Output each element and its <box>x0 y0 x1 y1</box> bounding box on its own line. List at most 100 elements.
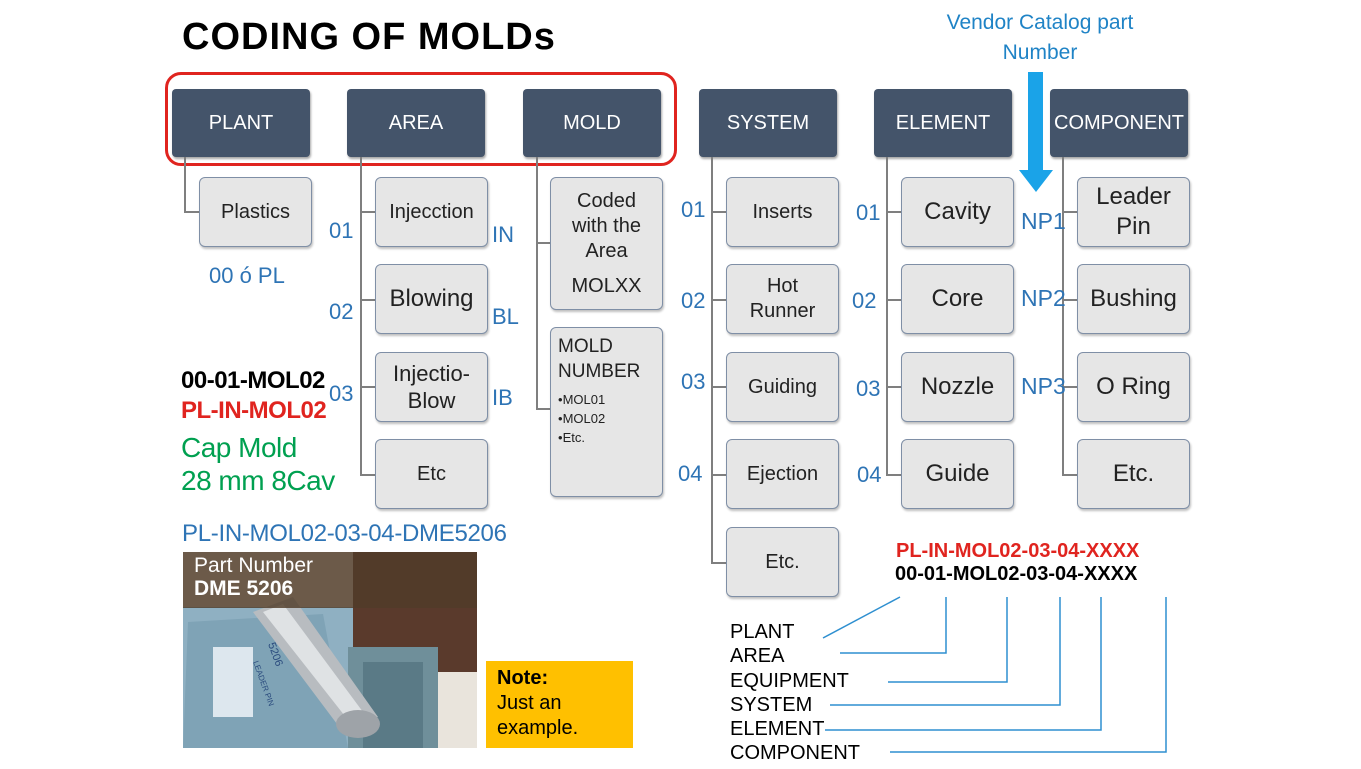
area-letter-code: IN <box>492 222 514 247</box>
element-code: 01 <box>856 200 881 225</box>
system-code: 01 <box>681 197 706 222</box>
part-photo: LEADER PIN 5206 Part Number DME 5206 <box>183 552 477 748</box>
part-number-label: Part Number <box>194 554 314 577</box>
part-number-caption: Part Number DME 5206 <box>183 552 477 608</box>
system-code: 04 <box>678 461 703 486</box>
connector <box>536 408 551 410</box>
connector <box>536 242 551 244</box>
system-item: Etc. <box>726 527 839 597</box>
system-item: Guiding <box>726 352 839 422</box>
breakdown-label: PLANT <box>730 621 795 643</box>
example-description-2: 28 mm 8Cav <box>181 465 335 496</box>
area-num-code: 03 <box>329 381 354 406</box>
example-description-1: Cap Mold <box>181 432 297 463</box>
mold-number-list: •MOL01 •MOL02 •Etc. <box>558 390 655 447</box>
breakdown-label: COMPONENT <box>730 742 860 764</box>
mold-number-title: MOLD NUMBER <box>558 336 641 382</box>
component-item: Etc. <box>1077 439 1190 509</box>
element-code: 03 <box>856 376 881 401</box>
mold-number-box: MOLD NUMBER •MOL01 •MOL02 •Etc. <box>550 327 663 497</box>
breakdown-label: ELEMENT <box>730 718 825 740</box>
area-num-code: 01 <box>329 218 354 243</box>
header-component: COMPONENT <box>1050 89 1188 157</box>
connector <box>886 157 888 475</box>
component-item: O Ring <box>1077 352 1190 422</box>
mold-coded-box: Coded with the Area MOLXX <box>550 177 663 310</box>
system-item: Inserts <box>726 177 839 247</box>
connector <box>360 386 376 388</box>
header-system: SYSTEM <box>699 89 837 157</box>
connector <box>711 474 727 476</box>
plant-code: 00 ó PL <box>209 263 285 288</box>
area-letter-code: BL <box>492 304 519 329</box>
connector <box>711 562 727 564</box>
element-item: Nozzle <box>901 352 1014 422</box>
example-full-code: PL-IN-MOL02-03-04-DME5206 <box>182 520 507 547</box>
area-item: Injectio-Blow <box>375 352 488 422</box>
connector <box>1062 474 1078 476</box>
element-code: 04 <box>857 462 882 487</box>
area-item: Injecction <box>375 177 488 247</box>
header-plant: PLANT <box>172 89 310 157</box>
system-code: 03 <box>681 369 706 394</box>
mold-coded-code: MOLXX <box>571 274 642 297</box>
connector <box>711 211 727 213</box>
area-letter-code: IB <box>492 385 513 410</box>
breakdown-code-numeric: 00-01-MOL02-03-04-XXXX <box>895 563 1138 585</box>
component-code: NP2 <box>1021 285 1066 311</box>
component-item: Bushing <box>1077 264 1190 334</box>
component-code: NP1 <box>1021 208 1066 234</box>
system-item: Hot Runner <box>726 264 839 334</box>
connector <box>1062 386 1078 388</box>
part-number-value: DME 5206 <box>194 577 294 600</box>
area-item: Blowing <box>375 264 488 334</box>
connector <box>1062 299 1078 301</box>
breakdown-lines <box>822 596 1167 753</box>
connector <box>886 211 902 213</box>
connector <box>886 474 902 476</box>
connector <box>711 386 727 388</box>
connector <box>886 386 902 388</box>
connector <box>360 299 376 301</box>
note-title: Note: <box>497 667 549 689</box>
element-item: Guide <box>901 439 1014 509</box>
connector <box>1062 211 1078 213</box>
connector <box>1062 157 1064 475</box>
header-mold: MOLD <box>523 89 661 157</box>
mold-coded-text: Coded with the Area <box>572 189 641 262</box>
connector <box>711 299 727 301</box>
element-code: 02 <box>852 288 877 313</box>
connector <box>886 299 902 301</box>
system-item: Ejection <box>726 439 839 509</box>
header-area: AREA <box>347 89 485 157</box>
element-item: Core <box>901 264 1014 334</box>
plant-item: Plastics <box>199 177 312 247</box>
connector <box>360 211 376 213</box>
area-num-code: 02 <box>329 299 354 324</box>
note-box: Note: Just an example. <box>486 661 633 748</box>
component-code: NP3 <box>1021 373 1066 399</box>
vendor-arrow <box>1019 72 1053 192</box>
breakdown-label: AREA <box>730 645 785 667</box>
element-item: Cavity <box>901 177 1014 247</box>
example-code-alpha: PL-IN-MOL02 <box>181 397 327 424</box>
list-item: •MOL01 <box>558 392 606 407</box>
connector <box>536 157 538 409</box>
note-text: Just an example. <box>497 692 579 739</box>
header-element: ELEMENT <box>874 89 1012 157</box>
connector <box>360 474 376 476</box>
connector <box>184 211 200 213</box>
connector <box>184 157 186 212</box>
page-title: CODING OF MOLDs <box>182 16 556 58</box>
list-item: •MOL02 <box>558 411 606 426</box>
area-item: Etc <box>375 439 488 509</box>
example-code-numeric: 00-01-MOL02 <box>181 367 325 394</box>
vendor-note: Vendor Catalog part Number <box>946 11 1134 64</box>
list-item: •Etc. <box>558 430 585 445</box>
connector <box>711 157 713 563</box>
breakdown-code-alpha: PL-IN-MOL02-03-04-XXXX <box>896 540 1140 562</box>
breakdown-label: SYSTEM <box>730 694 813 716</box>
connector <box>360 157 362 475</box>
breakdown-label: EQUIPMENT <box>730 670 849 692</box>
system-code: 02 <box>681 288 706 313</box>
